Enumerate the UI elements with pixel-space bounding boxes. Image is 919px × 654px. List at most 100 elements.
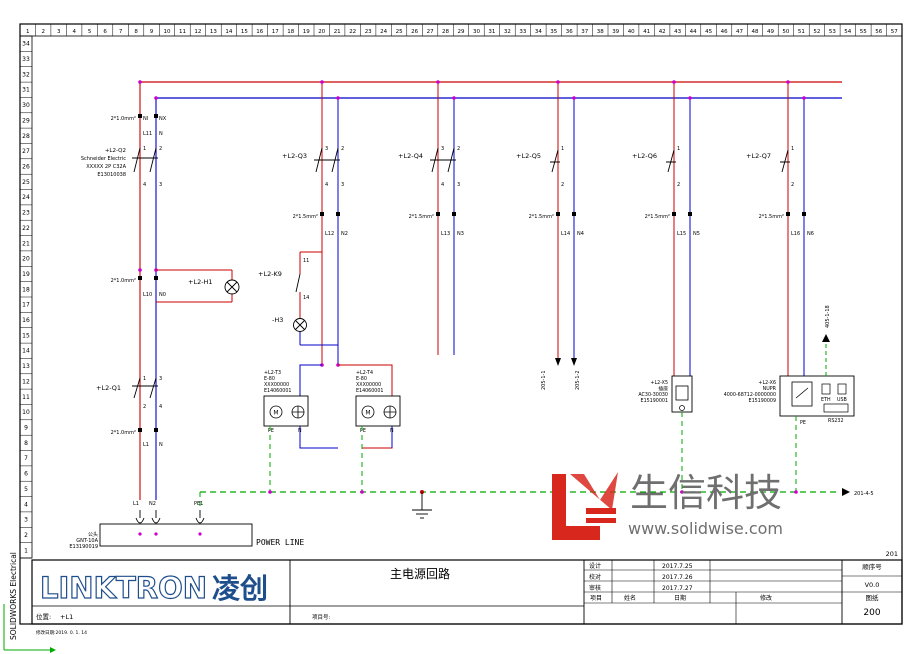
pe-bus <box>199 412 840 510</box>
bottom-col-3: 日期 <box>674 594 686 602</box>
column-number: 46 <box>721 29 728 35</box>
title-right: 顺序号 V0.0 图纸 200 <box>862 562 882 618</box>
row-number: 4 <box>24 501 28 508</box>
sheet-ref: 201 <box>886 550 898 558</box>
breaker-symbols <box>132 147 790 399</box>
socket1-desc: 插座 <box>658 385 668 392</box>
rs232-port-icon <box>823 403 849 413</box>
w1-size: 2*1.0mm² <box>111 116 136 122</box>
row-number: 31 <box>22 87 30 94</box>
row-number: 10 <box>22 409 30 416</box>
socket2-part: 4000-68712-0000000 <box>724 392 776 398</box>
row-number: 3 <box>24 517 28 524</box>
column-number: 33 <box>519 29 526 35</box>
socket2-usb: USB <box>837 397 847 403</box>
logo-cn: 凌创 <box>212 572 268 605</box>
lamp-h1 <box>156 269 240 303</box>
row-number: 13 <box>22 363 30 370</box>
q2-tag: +L2-Q2 <box>105 148 126 154</box>
usb-port-icon <box>837 383 847 395</box>
power-pe: PE1 <box>194 501 203 507</box>
column-number: 38 <box>597 29 604 35</box>
row-number: 8 <box>24 440 28 447</box>
version: V0.0 <box>865 581 880 589</box>
column-number: 50 <box>782 29 789 35</box>
q6-t1: 1 <box>677 146 680 152</box>
fan2-n: N <box>390 428 394 434</box>
q3-t3: 4 <box>325 182 328 188</box>
column-number: 16 <box>256 29 263 35</box>
title-block <box>31 559 903 625</box>
power-n: N2 <box>149 501 156 507</box>
branch-q3 <box>320 80 340 365</box>
column-number: 56 <box>875 29 882 35</box>
power-connector <box>99 523 253 547</box>
socket1-box <box>671 375 693 413</box>
approval-rows: 设计 2017.7.25 校对 2017.7.26 审核 2017.7.27 项… <box>589 562 772 602</box>
power-l: L1 <box>133 501 139 507</box>
w3-n: N3 <box>457 231 464 237</box>
q3-t4: 3 <box>341 182 344 188</box>
approval-date-3: 2017.7.27 <box>662 585 693 592</box>
w6-l: L16 <box>791 231 800 237</box>
approval-date-2: 2017.7.26 <box>662 574 693 581</box>
column-number: 18 <box>287 29 294 35</box>
q3-tag: +L2-Q3 <box>282 152 307 160</box>
connector-code: E13190019 <box>69 544 98 550</box>
fan2-pe: PE <box>360 428 366 434</box>
q2-terminal-3: 4 <box>143 182 146 188</box>
origin-arrow-icon <box>50 647 56 653</box>
column-number: 1 <box>26 29 30 35</box>
approval-label-2: 校对 <box>589 573 601 581</box>
column-number: 9 <box>150 29 154 35</box>
socket1-outlet-icon <box>675 385 689 401</box>
ground-icon <box>412 509 432 519</box>
q4-t4: 3 <box>457 182 460 188</box>
row-number: 11 <box>22 394 30 401</box>
position-value: +L1 <box>60 613 73 621</box>
w1-n-tag: NX <box>159 116 167 122</box>
socket2-diagonal <box>795 387 809 399</box>
row-number: 17 <box>22 302 30 309</box>
row-number: 2 <box>24 532 28 539</box>
fan2-tag: +L2-T4 <box>356 370 373 376</box>
column-number: 17 <box>272 29 279 35</box>
column-number: 43 <box>674 29 681 35</box>
fan1-m-icon: M <box>273 410 278 417</box>
w1-l: L11 <box>143 131 152 137</box>
column-number: 15 <box>241 29 248 35</box>
q4-t3: 4 <box>441 182 444 188</box>
row-number: 32 <box>22 71 30 78</box>
q2-part: XXXXX 2P C32A <box>86 164 126 170</box>
column-number: 22 <box>349 29 356 35</box>
socket1-labels: +L2-X5 插座 AC30-30030 E15190001 <box>638 380 668 404</box>
logo-main: LINKTRON <box>40 571 207 605</box>
w5-l: L15 <box>677 231 686 237</box>
switch-t2: 14 <box>303 295 309 301</box>
fan2-part: XXX00000 <box>356 382 381 388</box>
power-line-label: POWER LINE <box>256 538 304 547</box>
column-number: 2 <box>41 29 45 35</box>
branch-q4 <box>436 80 456 355</box>
row-number: 7 <box>24 455 28 462</box>
branch-q5 <box>555 80 577 366</box>
drawing-title: 主电源回路 <box>390 566 450 581</box>
column-number: 40 <box>628 29 635 35</box>
column-number: 21 <box>334 29 341 35</box>
q1-t4: 4 <box>159 404 162 410</box>
q6-t2: 2 <box>677 182 680 188</box>
row-number: 16 <box>22 317 30 324</box>
w7-n: N0 <box>159 292 166 298</box>
approval-label-3: 审核 <box>589 584 601 592</box>
row-number: 24 <box>22 194 30 201</box>
bottom-col-1: 项目 <box>590 595 602 602</box>
output-ref-2: 205-1-2 <box>575 370 581 390</box>
watermark-cn: 生信科技 <box>630 471 782 515</box>
right-ref: 201-4-5 <box>854 491 874 497</box>
branch-q7 <box>786 80 806 376</box>
row-numbers: 3433323130292827262524232221201918171615… <box>20 41 32 559</box>
row-number: 26 <box>22 164 30 171</box>
column-number: 45 <box>705 29 712 35</box>
